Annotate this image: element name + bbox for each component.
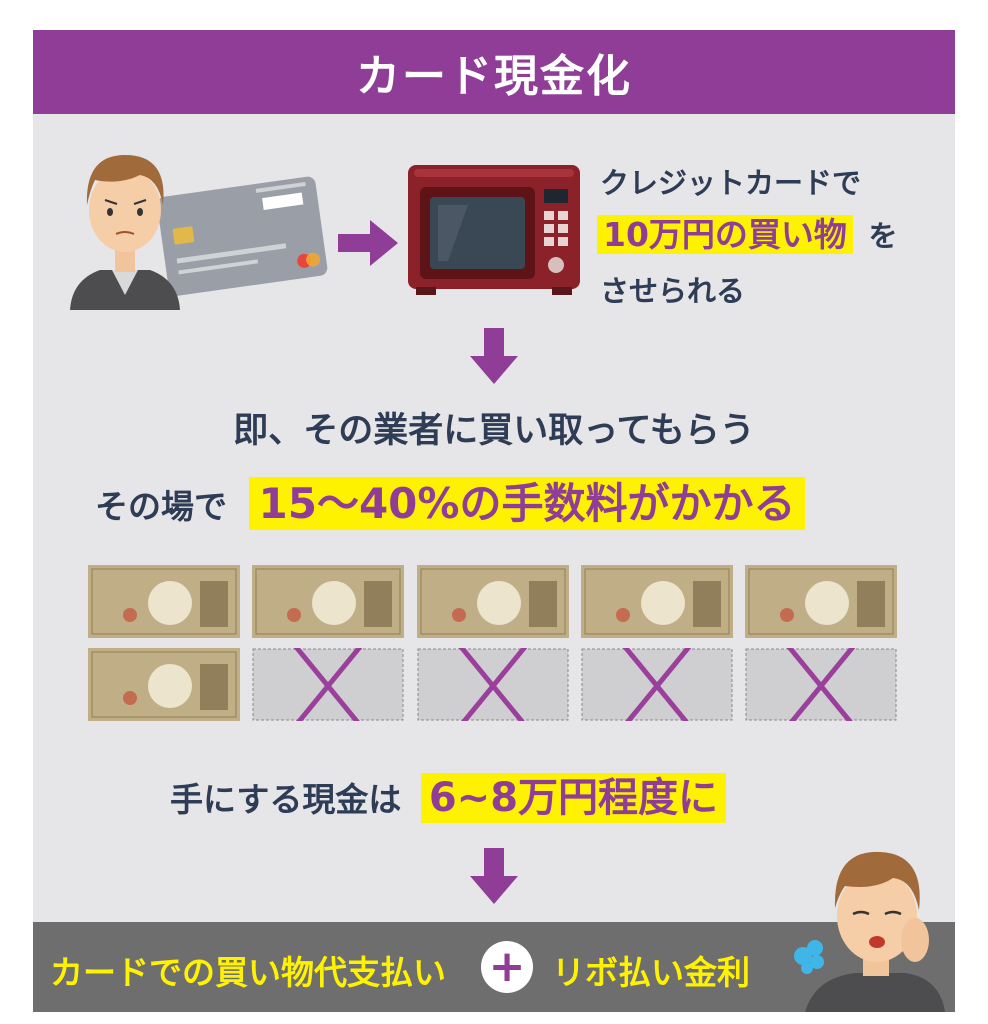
arrow-down-icon <box>470 328 518 384</box>
sighing-man-illustration <box>794 851 945 1012</box>
banknote <box>417 565 569 638</box>
banknote <box>581 565 733 638</box>
worried-man-with-card-illustration <box>70 155 328 310</box>
plus-icon: + <box>481 941 533 993</box>
step1-line3: させられる <box>600 274 746 308</box>
arrow-right-icon <box>338 220 398 266</box>
step3-prefix: 手にする現金は <box>170 780 402 819</box>
step2-highlight: 15〜40%の手数料がかかる <box>248 477 806 530</box>
step1-suffix: を <box>868 219 898 253</box>
step3-highlight: 6~8万円程度に <box>420 773 727 823</box>
step2-line1: 即、その業者に買い取ってもらう <box>233 411 755 451</box>
banknote <box>88 565 240 638</box>
step3-line: 手にする現金は 6~8万円程度に <box>170 765 727 823</box>
banknote <box>88 648 240 721</box>
title-bar: カード現金化 <box>33 30 955 114</box>
crossed-out-banknote-slot <box>417 648 569 721</box>
banknote <box>252 565 404 638</box>
step2-prefix: その場で <box>95 487 227 526</box>
bottom-left-text: カードでの買い物代支払い <box>50 953 446 992</box>
step1-highlight: 10万円の買い物 <box>597 215 853 254</box>
page-title: カード現金化 <box>356 51 632 102</box>
crossed-out-banknote-slot <box>745 648 897 721</box>
microwave-illustration <box>408 165 580 295</box>
bottom-right-text: リボ払い金利 <box>552 953 750 992</box>
plus-sign: + <box>488 941 526 992</box>
crossed-out-banknote-slot <box>252 648 404 721</box>
step2-line2: その場で 15〜40%の手数料がかかる <box>95 470 806 531</box>
banknote <box>745 565 897 638</box>
step1-line1: クレジットカードで <box>600 166 862 200</box>
step1-line2: 10万円の買い物 を <box>597 208 897 256</box>
crossed-out-banknote-slot <box>581 648 733 721</box>
arrow-down-icon <box>470 848 518 904</box>
